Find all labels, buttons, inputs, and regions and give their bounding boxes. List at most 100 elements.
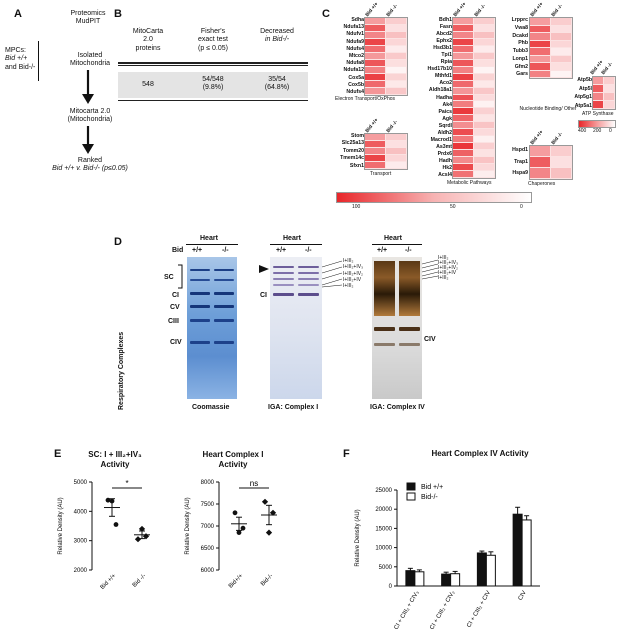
gel-band bbox=[273, 272, 294, 274]
gene-label: Fasn bbox=[439, 24, 452, 31]
gene-label: Ak4 bbox=[442, 101, 452, 108]
heatmap-cell bbox=[474, 31, 495, 39]
heatmap-cell bbox=[474, 18, 495, 25]
gel-band bbox=[190, 269, 210, 271]
table-header-cell: Decreased in Bid-/- bbox=[246, 28, 308, 45]
gene-label: Bdh1 bbox=[439, 17, 452, 23]
gene-label: Ndufs4 bbox=[346, 45, 364, 52]
title-line: Activity bbox=[100, 460, 130, 469]
gene-label: Lrpprc bbox=[511, 17, 528, 23]
x-tick-label: CI + CIII₂ + CIV bbox=[466, 590, 492, 629]
gene-label: Lonp1 bbox=[512, 55, 528, 62]
heart-label: Heart bbox=[283, 235, 301, 242]
y-tick-label: 20000 bbox=[375, 507, 392, 513]
gel-coomassie bbox=[187, 257, 237, 399]
step3-line1: Mitocarta 2.0 bbox=[69, 108, 111, 115]
heatmap-cell bbox=[551, 25, 572, 33]
sc-label: I+III₂+IV bbox=[343, 276, 362, 283]
col-header: Bid +/+ bbox=[529, 129, 545, 146]
gene-label: Tubb3 bbox=[512, 48, 528, 54]
genotype-label: +/+ bbox=[192, 247, 203, 254]
gene-label: Hadha bbox=[436, 94, 452, 101]
arrow-right-icon bbox=[259, 265, 269, 273]
heatmap-cell bbox=[474, 164, 495, 172]
step-proteomics: Proteomics MudPIT bbox=[53, 10, 123, 27]
yaxis-label-wrap: Respiratory Complexes bbox=[118, 300, 134, 420]
title-line: Heart Complex I bbox=[202, 450, 264, 459]
heatmap-cell bbox=[453, 18, 474, 25]
gene-label: Ndufa13 bbox=[343, 24, 364, 31]
heatmap-cell bbox=[593, 77, 604, 85]
gel-band bbox=[214, 305, 234, 308]
col-header: Bid -/- bbox=[473, 3, 488, 18]
sc-connector-lines bbox=[322, 260, 342, 288]
heatmap-cell bbox=[386, 18, 407, 25]
heatmap-cell bbox=[551, 70, 572, 78]
header-text: Fisher's bbox=[200, 28, 226, 35]
sc-label-list: I+III₂ I+III₂+IV₃ I+III₂+IV₂ I+III₂+IV I… bbox=[343, 258, 363, 289]
heatmap-cell bbox=[453, 136, 474, 144]
gene-label: Stom bbox=[351, 133, 364, 139]
gene-label: Tpi1 bbox=[441, 52, 452, 59]
scale-tick: 400 bbox=[578, 128, 587, 134]
sc-label: I+III₂ bbox=[438, 275, 449, 281]
heatmap-cell bbox=[453, 164, 474, 172]
gene-label: Atp5g1 bbox=[574, 94, 592, 100]
header-text: in Bid-/- bbox=[264, 36, 290, 44]
gene-label: Sdha bbox=[351, 17, 364, 23]
table-rule bbox=[118, 100, 308, 102]
gel-band bbox=[214, 292, 234, 295]
gene-label: Ndufa8 bbox=[346, 60, 364, 67]
gel-band bbox=[273, 266, 294, 268]
gene-label: Hspd1 bbox=[512, 147, 528, 153]
heatmap-cell bbox=[474, 38, 495, 46]
heatmap-cell bbox=[453, 31, 474, 39]
step4-line1: Ranked bbox=[77, 157, 103, 164]
col-header: Bid +/+ bbox=[364, 1, 380, 19]
col-header: Bid +/+ bbox=[529, 1, 545, 19]
mpc-side-label: MPCs: Bid +/+ and Bid-/- bbox=[5, 47, 35, 72]
heatmap-cell bbox=[474, 59, 495, 67]
data-point bbox=[261, 498, 269, 505]
title-line: SC: I + III₂+IV₃ bbox=[88, 450, 142, 459]
heatmap-cell bbox=[365, 81, 386, 88]
x-tick-label: Bid-/- bbox=[260, 573, 274, 587]
heatmap-cell bbox=[365, 148, 386, 155]
heatmap-cell bbox=[474, 115, 495, 123]
table-rule bbox=[118, 62, 308, 64]
gene-label: Atp5b bbox=[577, 77, 592, 83]
gel-band bbox=[190, 319, 210, 322]
sc-label: I+III₂ bbox=[438, 255, 449, 261]
heatmap-cell bbox=[386, 60, 407, 67]
band-label: CIII bbox=[168, 318, 179, 325]
bar bbox=[512, 513, 523, 587]
color-scale-main bbox=[336, 192, 532, 203]
heatmap-cell bbox=[530, 33, 551, 41]
gel-band bbox=[214, 319, 234, 322]
header-text: exact test bbox=[198, 36, 228, 44]
col-header: Bid -/- bbox=[550, 131, 565, 146]
header-text: 2.0 bbox=[143, 36, 153, 44]
heatmap-cell bbox=[530, 168, 551, 179]
arrow-down-icon bbox=[82, 70, 94, 104]
heart-rule bbox=[372, 244, 422, 245]
heatmap-cell bbox=[551, 55, 572, 63]
step-ranked: Ranked Bid +/+ v. Bid-/- (p≤0.05) bbox=[20, 157, 160, 174]
side-line3: and Bid-/- bbox=[5, 63, 36, 71]
bar bbox=[405, 570, 416, 587]
gene-label: Atp5l bbox=[579, 85, 592, 92]
heatmap-cell bbox=[551, 40, 572, 48]
heatmap-chaperones bbox=[529, 145, 573, 180]
heatmap-cell bbox=[453, 73, 474, 81]
bracket-line bbox=[38, 41, 39, 81]
heart-rule bbox=[186, 244, 238, 245]
table-row: 548 54/548 (9.8%) 35/54 (64.8%) bbox=[118, 72, 308, 98]
band-label: CIV bbox=[424, 336, 436, 343]
gel-band bbox=[399, 327, 420, 331]
gene-label: Hadh bbox=[439, 157, 452, 164]
bid-label: Bid bbox=[172, 247, 184, 254]
gel-lane bbox=[374, 261, 395, 316]
gel-complex-iv bbox=[372, 257, 422, 399]
